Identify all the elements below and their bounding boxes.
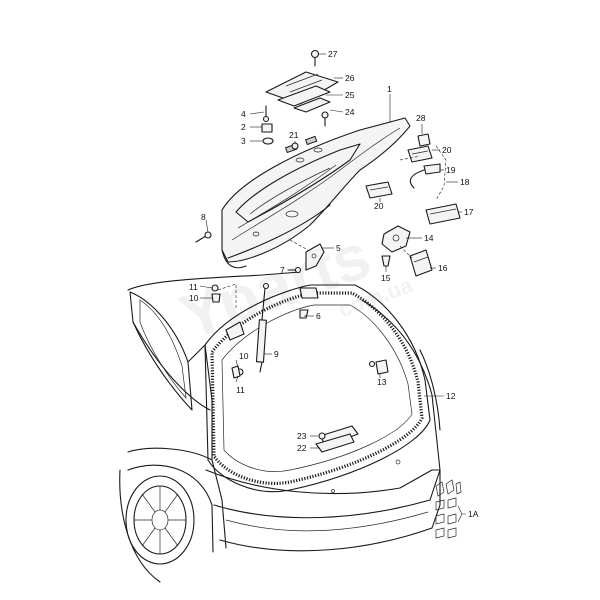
top-cover-parts bbox=[265, 49, 339, 127]
left-small-parts bbox=[261, 105, 299, 150]
callout-26: 26 bbox=[345, 73, 355, 83]
callout-11-lower: 11 bbox=[236, 385, 245, 395]
callout-18: 18 bbox=[460, 177, 470, 187]
callout-2: 2 bbox=[241, 122, 246, 132]
callout-6: 6 bbox=[316, 311, 321, 321]
tailgate-panel bbox=[221, 117, 411, 269]
small-parts-set bbox=[435, 479, 466, 539]
callout-10-lower: 10 bbox=[239, 351, 249, 361]
callout-13: 13 bbox=[377, 377, 387, 387]
right-parts bbox=[365, 133, 461, 225]
callout-9: 9 bbox=[274, 349, 279, 359]
callout-20-upper: 20 bbox=[442, 145, 452, 155]
callout-1A: 1A bbox=[468, 509, 479, 519]
callout-3: 3 bbox=[241, 136, 246, 146]
rear-wheel bbox=[119, 469, 195, 583]
callout-4: 4 bbox=[241, 109, 246, 119]
callout-21: 21 bbox=[289, 130, 299, 140]
callout-28: 28 bbox=[416, 113, 426, 123]
callout-24: 24 bbox=[345, 107, 355, 117]
callout-8: 8 bbox=[201, 212, 206, 222]
callout-27: 27 bbox=[328, 49, 338, 59]
callout-25: 25 bbox=[345, 90, 355, 100]
callout-20-lower: 20 bbox=[374, 201, 384, 211]
callout-10-upper: 10 bbox=[189, 293, 199, 303]
callout-22: 22 bbox=[297, 443, 307, 453]
leader-lines bbox=[199, 53, 462, 449]
callout-7: 7 bbox=[280, 265, 285, 275]
lock-parts bbox=[381, 225, 433, 277]
callout-19: 19 bbox=[446, 165, 456, 175]
callout-11-upper: 11 bbox=[189, 282, 198, 292]
callout-23: 23 bbox=[297, 431, 307, 441]
gas-strut bbox=[211, 282, 270, 379]
callout-12: 12 bbox=[446, 391, 456, 401]
callout-15: 15 bbox=[381, 273, 391, 283]
callout-17: 17 bbox=[464, 207, 474, 217]
callout-1: 1 bbox=[387, 84, 392, 94]
callout-16: 16 bbox=[438, 263, 448, 273]
callout-14: 14 bbox=[424, 233, 434, 243]
callout-5: 5 bbox=[336, 243, 341, 253]
callout-labels: 27 26 25 24 1 4 2 21 3 28 20 19 18 20 17… bbox=[189, 49, 479, 519]
